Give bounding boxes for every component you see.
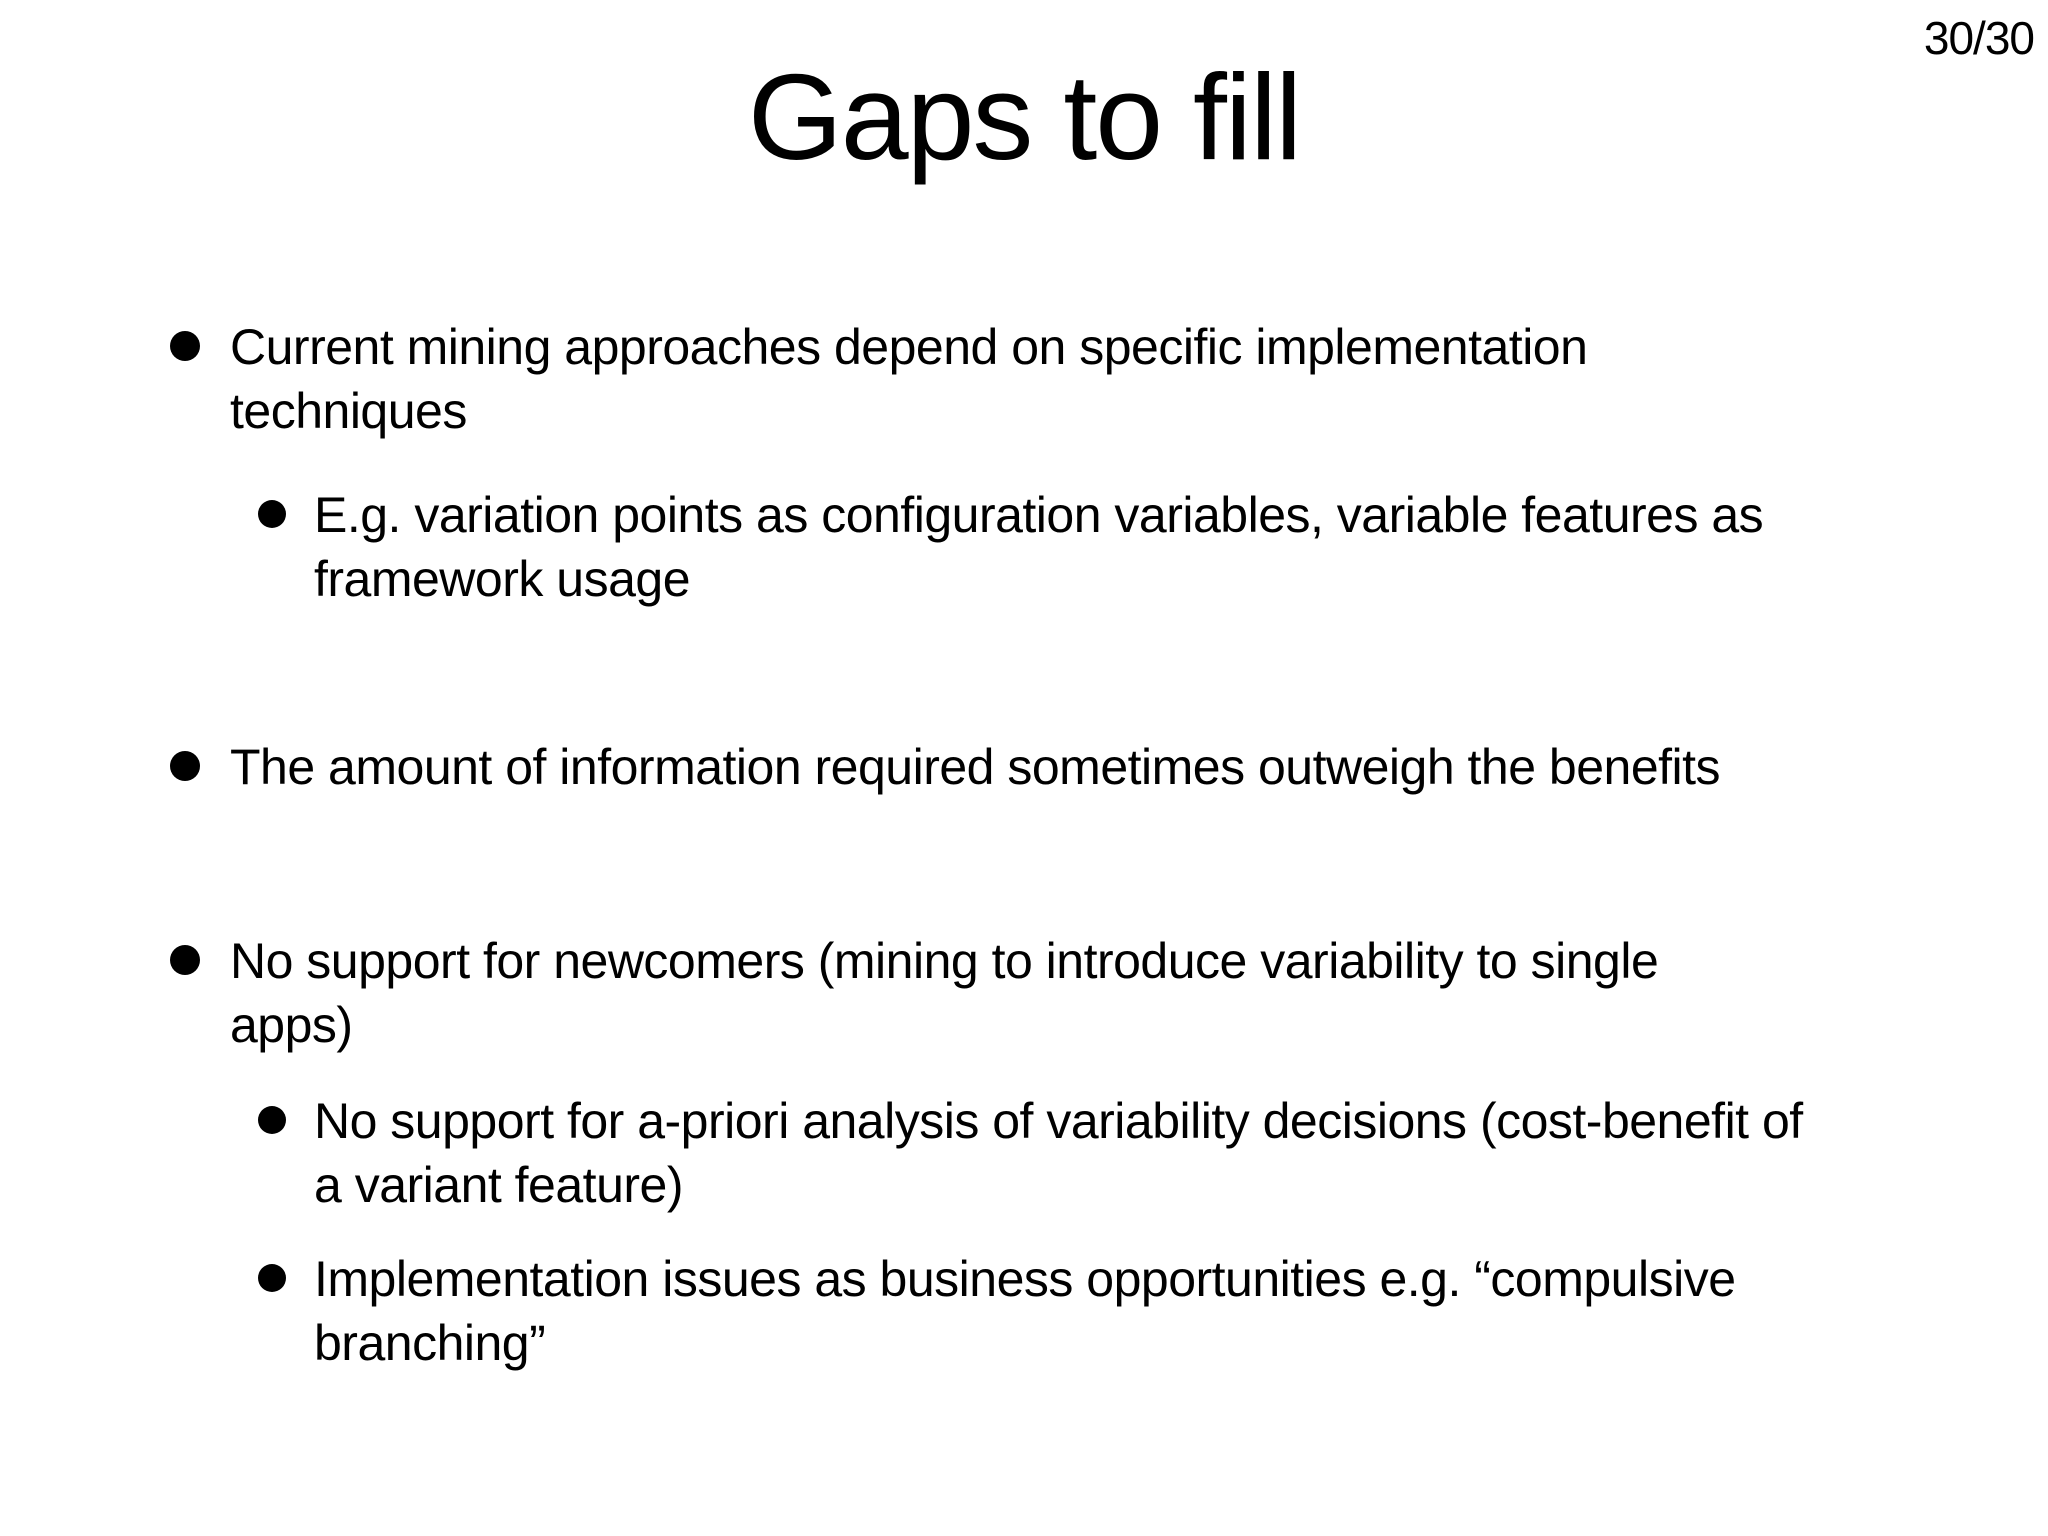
bullet-icon	[170, 945, 200, 975]
bullet-icon	[170, 751, 200, 781]
page-number: 30/30	[1923, 12, 2035, 64]
list-item: E.g. variation points as configuration v…	[258, 483, 2020, 611]
bullet-text: No support for a-priori analysis of vari…	[314, 1093, 1803, 1213]
bullet-icon	[258, 1264, 286, 1292]
list-item: Implementation issues as business opport…	[258, 1247, 2020, 1375]
bullet-text: The amount of information required somet…	[230, 739, 1721, 795]
bullet-text: Implementation issues as business opport…	[314, 1251, 1736, 1371]
list-item: No support for newcomers (mining to intr…	[170, 929, 2020, 1057]
list-item: The amount of information required somet…	[170, 735, 2020, 799]
bullet-text: No support for newcomers (mining to intr…	[230, 933, 1659, 1053]
bullet-text: E.g. variation points as configuration v…	[314, 487, 1764, 607]
bullet-list: Current mining approaches depend on spec…	[170, 315, 2020, 1375]
bullet-icon	[258, 1106, 286, 1134]
slide-title: Gaps to fill	[747, 49, 1302, 185]
list-item: No support for a-priori analysis of vari…	[258, 1089, 2020, 1217]
list-item: Current mining approaches depend on spec…	[170, 315, 2020, 443]
bullet-icon	[170, 331, 200, 361]
bullet-icon	[258, 500, 286, 528]
bullet-text: Current mining approaches depend on spec…	[230, 319, 1588, 439]
